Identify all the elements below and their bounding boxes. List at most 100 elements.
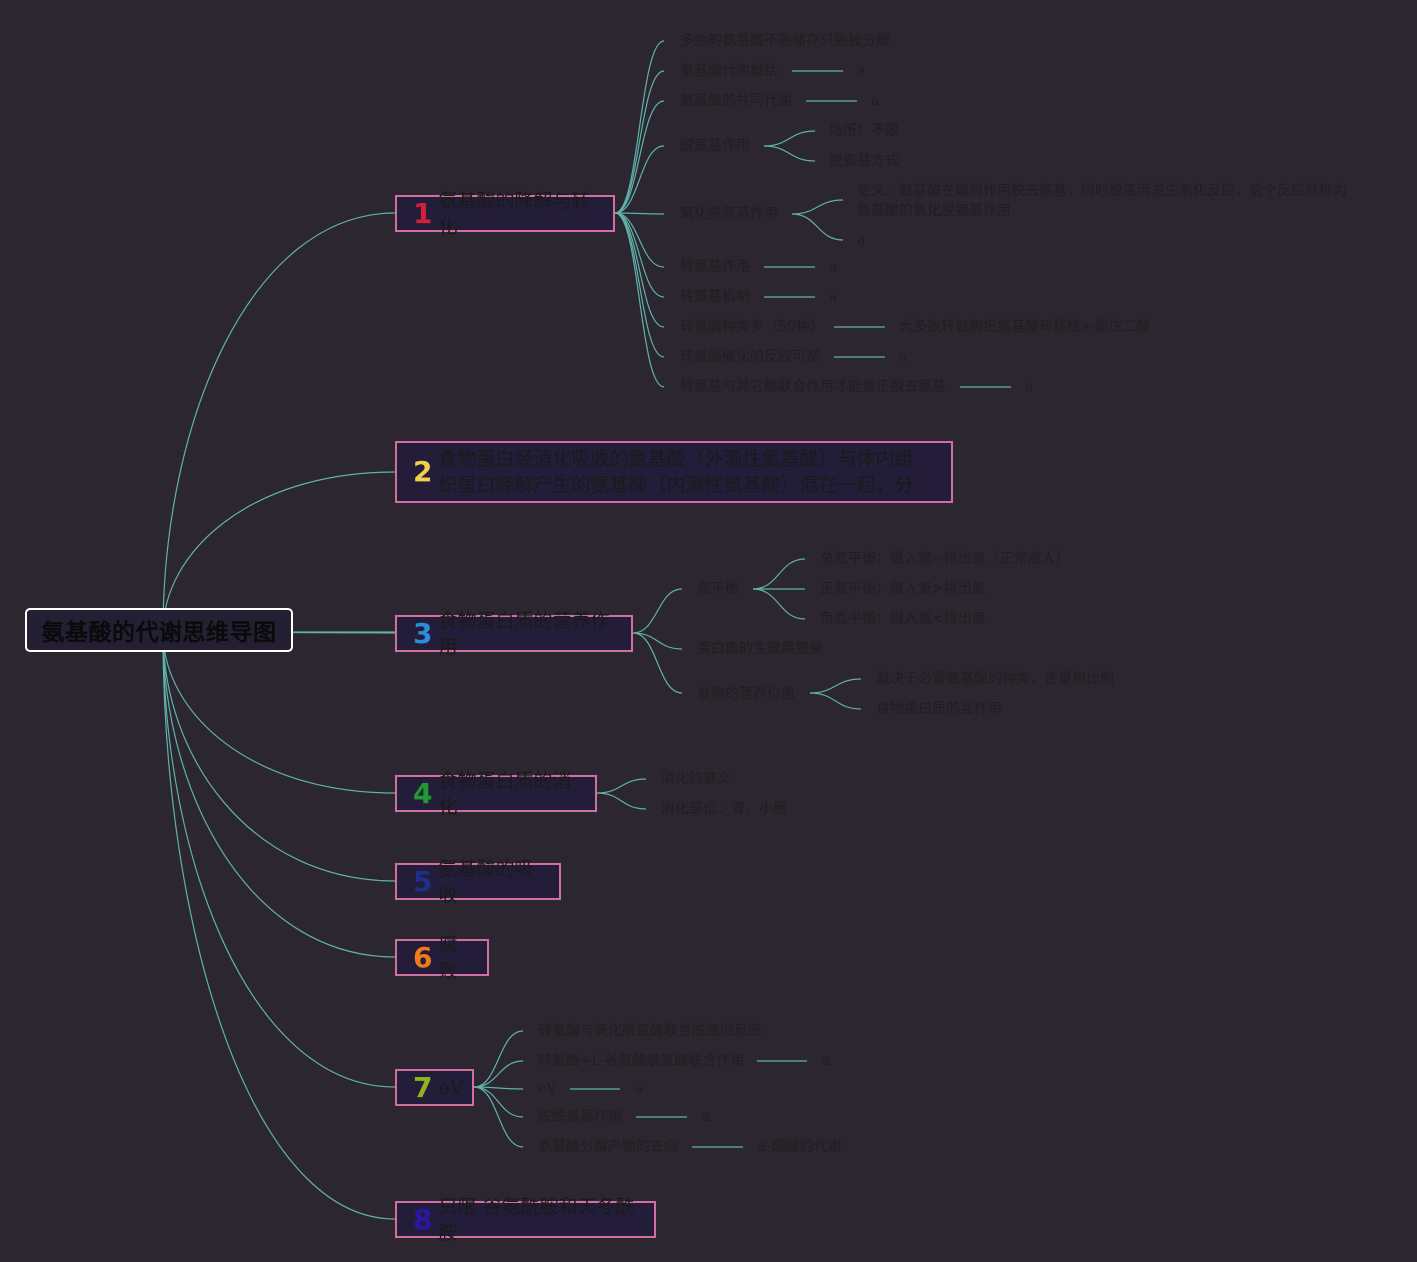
leaf-4-1[interactable]: 消化的意义 [661, 771, 731, 787]
connector-line [614, 100, 665, 214]
leaf-7-5[interactable]: 氨基酸分解产物的去向 [538, 1139, 678, 1155]
connector-line [791, 213, 844, 241]
connector-line [614, 212, 665, 215]
connector-line [596, 792, 647, 810]
root-link-5 [162, 631, 396, 882]
number-7-icon: 7 [413, 1070, 433, 1104]
leaf-1-9-a[interactable]: a [899, 349, 908, 365]
connector-line [752, 558, 806, 590]
connector-line [809, 692, 862, 710]
branch-5[interactable]: 5 氨基酸的吸收 [395, 858, 561, 906]
connector-line [809, 678, 862, 694]
leaf-7-3[interactable]: eV [538, 1081, 557, 1097]
number-8-icon: 8 [413, 1202, 433, 1236]
connector-line [614, 212, 665, 328]
branch-6[interactable]: 6 腐败 [395, 934, 489, 982]
leaf-1-4-1[interactable]: 场所：不限 [829, 123, 899, 139]
leaf-7-4[interactable]: 脱酰氨基作用 [538, 1109, 622, 1125]
leaf-7-4-a[interactable]: a [702, 1109, 711, 1125]
connector-line [596, 778, 647, 794]
connector-line [632, 632, 683, 650]
leaf-1-3[interactable]: 氨基酸的共同代谢 [680, 93, 792, 109]
leaf-1-7[interactable]: 转氨基机制 [680, 289, 750, 305]
connector-line [791, 199, 844, 215]
leaf-1-6-a[interactable]: a [829, 259, 838, 275]
leaf-1-7-a[interactable]: a [829, 289, 838, 305]
root-link-6 [162, 631, 396, 958]
branch-3[interactable]: 3 食物蛋白质的营养作用 [395, 610, 633, 658]
number-5-icon: 5 [413, 864, 433, 898]
leaf-1-6[interactable]: 转氨基作用 [680, 259, 750, 275]
number-2-icon: 2 [413, 455, 433, 488]
branch-1-label: 氨基酸的降解与转化 [438, 189, 591, 238]
root-topic[interactable]: 氨基酸的代谢思维导图 [25, 608, 293, 652]
leaf-3-3-1[interactable]: 取决于必需氨基酸的种类，含量和比例 [876, 671, 1114, 687]
leaf-3-3-2[interactable]: 食物蛋白质的互作用 [876, 701, 1002, 717]
connector-line [614, 212, 665, 388]
leaf-1-10-a[interactable]: a [1025, 379, 1034, 395]
branch-5-label: 氨基酸的吸收 [438, 857, 534, 906]
connector-line [614, 212, 665, 358]
leaf-7-3-a[interactable]: a [635, 1081, 644, 1097]
leaf-7-2[interactable]: 转氨酶+L-谷氨酸脱氢酶联合作用 [538, 1053, 745, 1069]
branch-2-label: 食物蛋白经消化吸收的氨基酸（外源性氨基酸）与体内组织蛋白降解产生的氨基酸（内源性… [438, 448, 914, 496]
leaf-7-5-a[interactable]: a-酮酸的代谢 [758, 1139, 842, 1155]
root-link-7 [162, 631, 396, 1088]
leaf-3-1-1[interactable]: 总氮平衡：摄入氮=排出氮（正常成人） [820, 551, 1070, 567]
leaf-1-1[interactable]: 多余的氨基酸不能储存只能被分解 [680, 33, 890, 49]
leaf-1-5-1[interactable]: 定义：氨基酸在酶的作用脱去氨基，同时脱氢而发生氧化反应，这个反应就称为氨基酸的氧… [857, 183, 1347, 219]
connector-line [632, 632, 683, 694]
branch-2[interactable]: 2 食物蛋白经消化吸收的氨基酸（外源性氨基酸）与体内组织蛋白降解产生的氨基酸（内… [395, 441, 953, 503]
connector-line [473, 1060, 524, 1088]
number-4-icon: 4 [413, 776, 433, 810]
number-6-icon: 6 [413, 940, 433, 974]
branch-1[interactable]: 1 氨基酸的降解与转化 [395, 190, 615, 238]
leaf-7-1[interactable]: 转氨酶与氧化脱氢酶联合脱氨的反应 [538, 1023, 762, 1039]
connector-line [614, 145, 665, 214]
connector-line [614, 70, 665, 214]
leaf-1-4[interactable]: 脱氨基作用 [680, 138, 750, 154]
leaf-3-2[interactable]: 蛋白质的生理需要量 [697, 641, 823, 657]
connector-line [473, 1086, 524, 1118]
leaf-1-2-a[interactable]: a [857, 63, 866, 79]
leaf-1-2[interactable]: 氨基酸代谢概括 [680, 63, 778, 79]
connector-line [752, 588, 806, 620]
connector-line [763, 130, 816, 147]
leaf-1-8-a[interactable]: 大多数转氨酶把氨基酸转移给a-酮戊二酸 [899, 319, 1151, 335]
leaf-3-3[interactable]: 食物的营养价值 [697, 686, 795, 702]
branch-8-label: 只限 谷氨酰胺和天冬酰胺 [438, 1195, 635, 1244]
leaf-1-5[interactable]: 氧化脱氨基作用 [680, 206, 778, 222]
root-title: 氨基酸的代谢思维导图 [41, 620, 277, 646]
connector-line [632, 588, 683, 634]
leaf-3-1-2[interactable]: 正氮平衡：摄入氮>排出氮 [820, 581, 986, 597]
root-link-4 [162, 631, 396, 794]
branch-8[interactable]: 8 只限 谷氨酰胺和天冬酰胺 [395, 1196, 656, 1244]
leaf-3-1[interactable]: 氮平衡 [697, 581, 739, 597]
root-link-2 [162, 471, 396, 633]
branch-6-label: 腐败 [438, 933, 458, 982]
leaf-7-2-a[interactable]: a [822, 1053, 831, 1069]
connector-line [614, 40, 665, 214]
connector-line [473, 1086, 524, 1148]
branch-3-label: 食物蛋白质的营养作用 [438, 609, 610, 658]
leaf-1-9[interactable]: 转氨酶催化的反应可逆 [680, 349, 820, 365]
leaf-4-2[interactable]: 消化部位：胃，小肠 [661, 801, 787, 817]
leaf-3-1-3[interactable]: 负氮平衡：摄入氮<排出氮 [820, 611, 986, 627]
root-link-8 [162, 631, 396, 1220]
connector-line [473, 1030, 524, 1088]
number-3-icon: 3 [413, 616, 433, 650]
branch-7[interactable]: 7 eV [395, 1069, 474, 1106]
branch-4-label: 食物蛋白质的消化 [438, 769, 572, 818]
leaf-1-8[interactable]: 转氨酶种类多（50种） [680, 319, 824, 335]
leaf-1-10[interactable]: 转氨基与其它酶联合作用才能真正脱去氨基 [680, 379, 946, 395]
root-link-1 [162, 212, 396, 633]
number-1-icon: 1 [413, 196, 433, 230]
leaf-1-3-a[interactable]: a [871, 93, 880, 109]
branch-7-label: eV [438, 1076, 464, 1099]
connector-line [614, 212, 665, 268]
leaf-1-5-2[interactable]: a [857, 232, 866, 248]
leaf-1-4-2[interactable]: 脱氨基方式 [829, 153, 899, 169]
connector-line [763, 145, 816, 162]
branch-4[interactable]: 4 食物蛋白质的消化 [395, 770, 597, 818]
